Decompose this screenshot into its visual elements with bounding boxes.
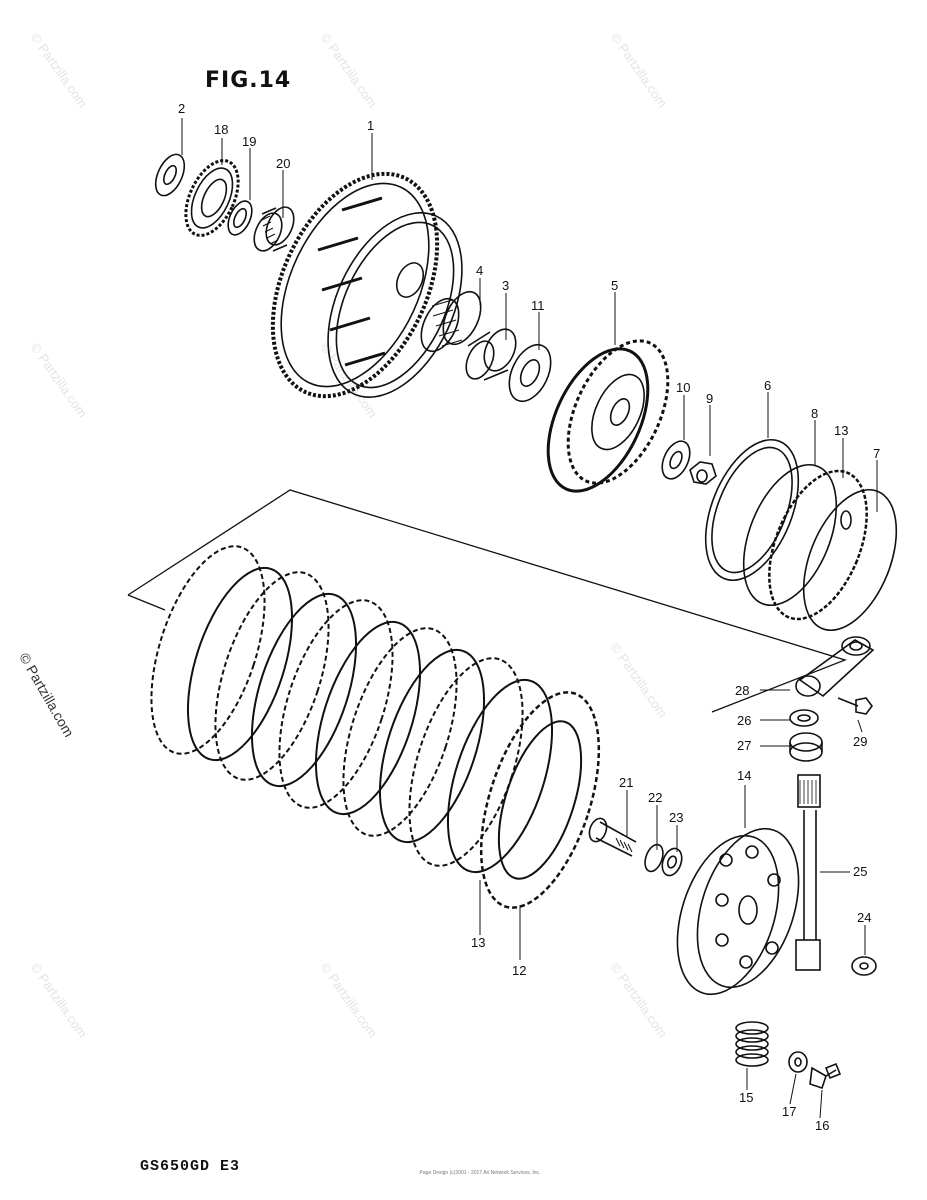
- callout-13-lower: 13: [471, 935, 485, 950]
- callout-5: 5: [611, 278, 618, 293]
- part-gear-18: [184, 159, 240, 237]
- callout-19: 19: [242, 134, 256, 149]
- callout-9: 9: [706, 391, 713, 406]
- part-pressure-plate-14: [676, 827, 800, 996]
- callout-21: 21: [619, 775, 633, 790]
- callout-16: 16: [815, 1118, 829, 1133]
- callout-numbers: 1 2 3 4 5 6 7 8 9 10 11 12 13 13 14 15 1…: [178, 101, 880, 1133]
- part-release-rod-21: [588, 817, 637, 857]
- part-bolt-16: [809, 1062, 842, 1090]
- footer-credit: Page Design (c)2001 - 2017 Ari Network S…: [419, 1170, 541, 1176]
- part-bolt-29: [837, 697, 873, 715]
- part-spring-seat-6: [704, 438, 800, 582]
- part-wire-ring-7: [802, 488, 898, 632]
- callout-leaders: [181, 118, 878, 1119]
- callout-2: 2: [178, 101, 185, 116]
- model-code: GS650GD E3: [140, 1158, 241, 1175]
- callout-26: 26: [737, 713, 751, 728]
- callout-18: 18: [214, 122, 228, 137]
- callout-24: 24: [857, 910, 871, 925]
- callout-7: 7: [873, 446, 880, 461]
- callout-3: 3: [502, 278, 509, 293]
- callout-10: 10: [676, 380, 690, 395]
- callout-11: 11: [531, 298, 545, 313]
- callout-6: 6: [764, 378, 771, 393]
- part-spring-washer-8: [742, 463, 838, 607]
- callout-27: 27: [737, 738, 751, 753]
- callout-13-upper: 13: [834, 423, 848, 438]
- part-nut-24: [851, 956, 877, 976]
- callout-1: 1: [367, 118, 374, 133]
- part-bearing-4: [420, 290, 482, 353]
- callout-25: 25: [853, 864, 867, 879]
- figure-title: FIG.14: [205, 68, 292, 93]
- part-clutch-spring-15: [735, 1021, 769, 1067]
- part-clutch-hub: [546, 339, 670, 493]
- callout-12: 12: [512, 963, 526, 978]
- part-thrust-washer: [154, 153, 186, 197]
- part-spacer-19: [227, 200, 253, 236]
- part-clutch-housing: [270, 171, 463, 399]
- part-oil-seal-26: [789, 709, 819, 727]
- callout-28: 28: [735, 683, 749, 698]
- part-release-shaft-25: [795, 774, 821, 971]
- part-clutch-plate-stack: [150, 545, 601, 909]
- part-drive-plate-13-upper: [768, 469, 868, 621]
- part-nut-9: [689, 461, 717, 485]
- part-sleeve-3: [465, 328, 517, 381]
- callout-15: 15: [739, 1090, 753, 1105]
- part-lock-washer-10: [661, 440, 691, 480]
- part-washer-17: [788, 1051, 808, 1073]
- callout-23: 23: [669, 810, 683, 825]
- part-bearing-22: [644, 843, 664, 873]
- part-release-arm-28: [795, 636, 875, 698]
- part-bearing-20: [253, 206, 295, 252]
- callout-20: 20: [276, 156, 290, 171]
- callout-17: 17: [782, 1104, 796, 1119]
- callout-8: 8: [811, 406, 818, 421]
- callout-4: 4: [476, 263, 483, 278]
- part-washer-11: [508, 343, 552, 403]
- callout-14: 14: [737, 768, 751, 783]
- callout-29: 29: [853, 734, 867, 749]
- plate-stack-bracket: [127, 489, 847, 713]
- callout-22: 22: [648, 790, 662, 805]
- part-bearing-27: [789, 732, 823, 762]
